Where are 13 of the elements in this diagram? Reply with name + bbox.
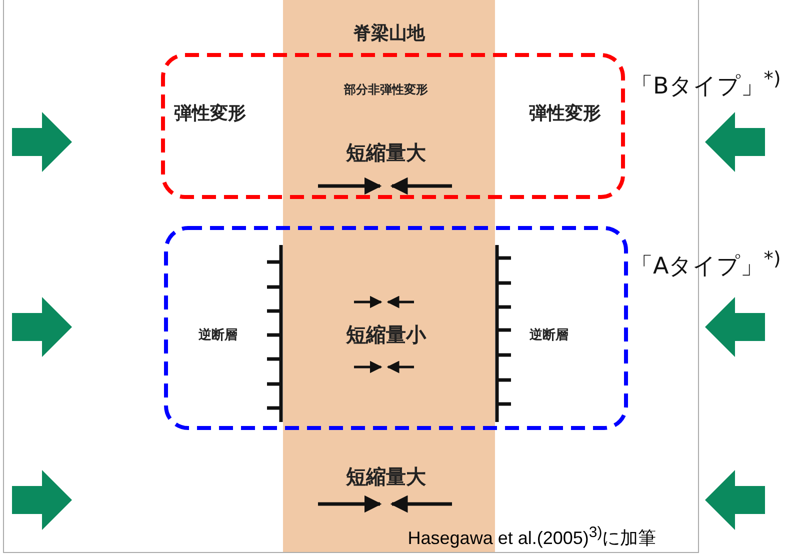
region-label: 逆断層 (530, 326, 568, 344)
source-note: Hasegawa et al.(2005)$^{3)}$に加筆 (408, 524, 656, 550)
region-label: 短縮量大 (346, 464, 426, 490)
region-label: 短縮量小 (346, 322, 426, 348)
mountain-band (283, 0, 495, 552)
type-label: 「Bタイプ」$^{*)}$ (630, 67, 781, 102)
region-label: 逆断層 (198, 326, 238, 344)
region-label: 部分非弾性変形 (344, 82, 428, 98)
region-label: 弾性変形 (174, 102, 246, 125)
region-label: 弾性変形 (529, 102, 601, 125)
type-label: 「Aタイプ」$^{*)}$ (630, 247, 781, 282)
region-label: 短縮量大 (346, 140, 426, 166)
region-label: 脊梁山地 (353, 22, 425, 45)
